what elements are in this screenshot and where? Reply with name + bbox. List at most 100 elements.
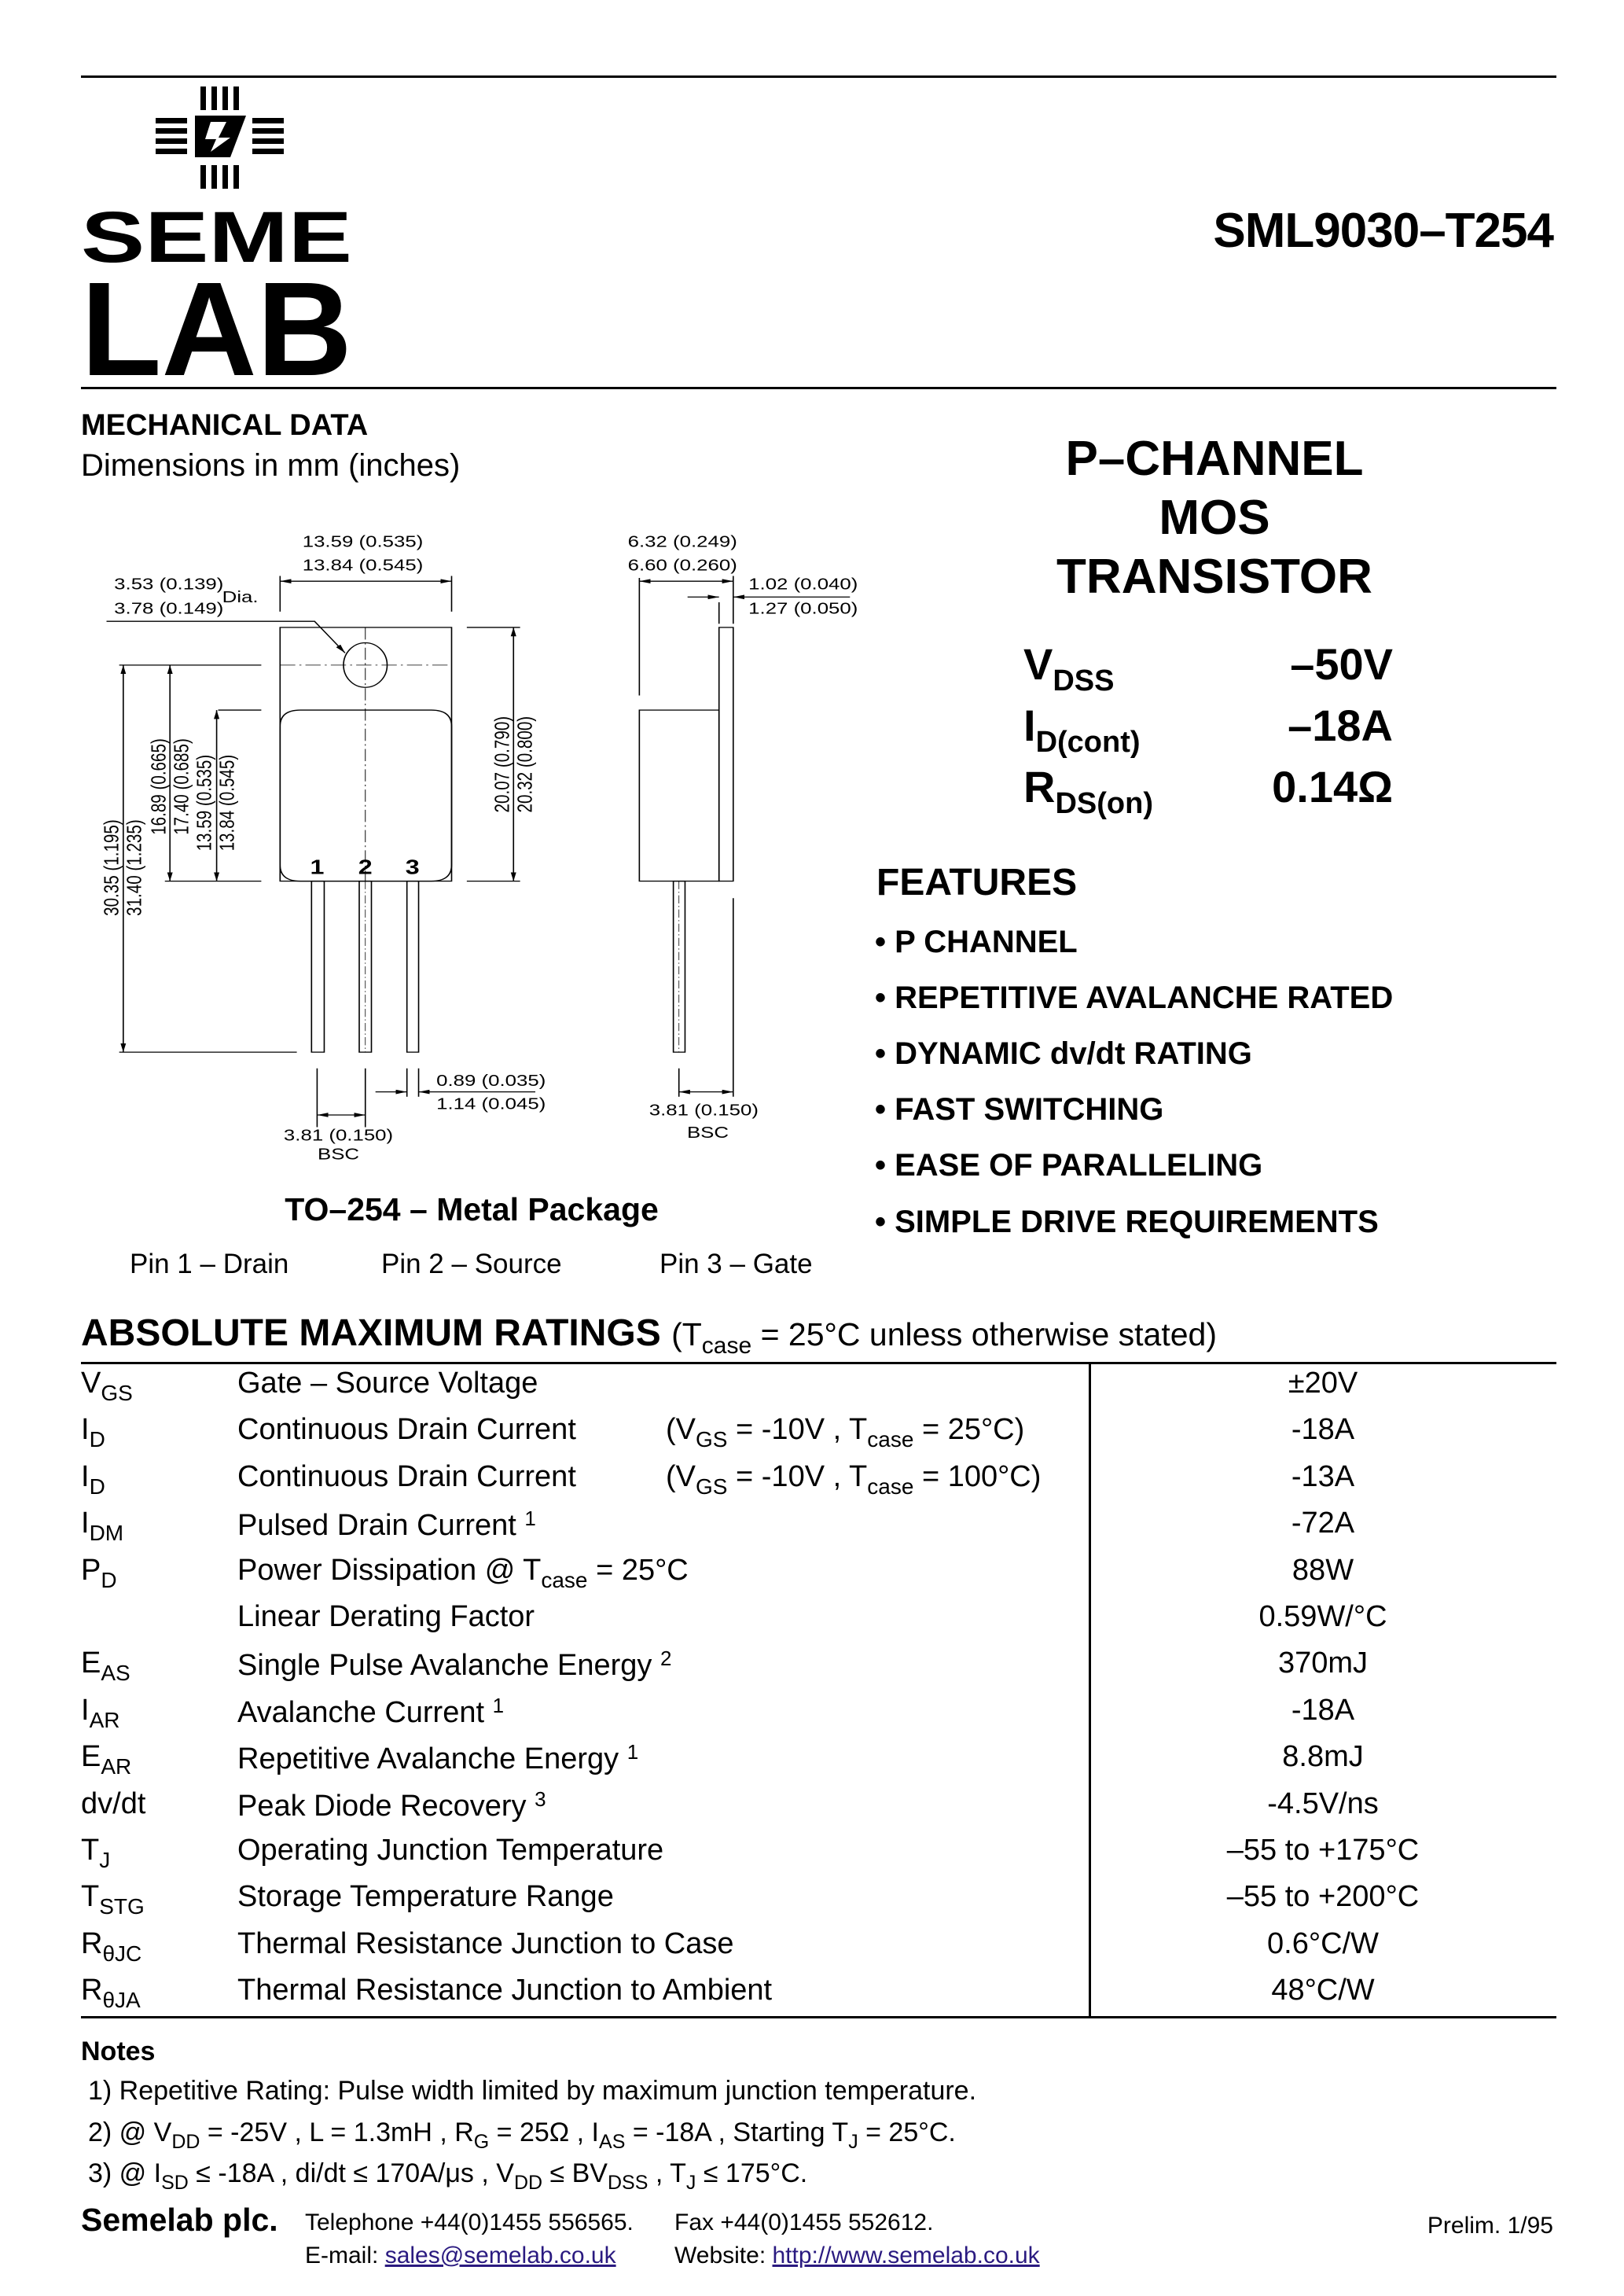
- text-segment: Power Dissipation @ T: [237, 1553, 542, 1587]
- cond-text: = 25°C unless otherwise stated): [751, 1316, 1218, 1352]
- ratings-title: ABSOLUTE MAXIMUM RATINGS: [81, 1312, 661, 1354]
- rating-description: Thermal Resistance Junction to Case: [237, 1927, 734, 1961]
- text-segment: 2) @ V: [88, 2117, 172, 2147]
- rating-row: RθJA Thermal Resistance Junction to Ambie…: [81, 1974, 1556, 2020]
- spec-value: –18A: [1288, 701, 1393, 750]
- dim-tab-height-min: 20.07 (0.790): [491, 716, 513, 813]
- pin-assignment: Pin 3 – Gate: [660, 1249, 813, 1279]
- text-segment: = 100°C): [913, 1459, 1042, 1493]
- feature-item: • EASE OF PARALLELING: [875, 1148, 1263, 1183]
- text-segment: = 25°C: [587, 1553, 689, 1587]
- text-segment: Avalanche Current: [237, 1695, 493, 1729]
- dim-hole-to-base-min: 16.89 (0.665): [147, 738, 170, 835]
- rating-description: Power Dissipation @ Tcase = 25°C: [237, 1554, 689, 1593]
- rating-description: Storage Temperature Range: [237, 1880, 614, 1914]
- text-segment: V: [81, 1367, 101, 1400]
- subscript: J: [685, 2172, 696, 2194]
- text-segment: Thermal Resistance Junction to Ambient: [237, 1974, 773, 2007]
- semelab-logo: SEME LAB: [81, 86, 352, 381]
- text-segment: E: [81, 1740, 101, 1774]
- device-type-line: P–CHANNEL: [1065, 432, 1364, 486]
- dim-body-max: 13.84 (0.545): [215, 755, 238, 852]
- pin-assignment: Pin 1 – Drain: [130, 1249, 289, 1279]
- feature-item: • REPETITIVE AVALANCHE RATED: [875, 981, 1394, 1015]
- text-segment: = -10V , T: [727, 1459, 868, 1493]
- text-segment: T: [81, 1834, 100, 1867]
- text-segment: R: [81, 1926, 103, 1960]
- rating-description: Pulsed Drain Current 1: [237, 1507, 536, 1543]
- rating-value: –55 to +175°C: [1226, 1834, 1420, 1867]
- note-item: 3) @ ISD ≤ -18A , di/dt ≤ 170A/μs , VDD …: [88, 2158, 807, 2195]
- text-segment: I: [81, 1507, 90, 1540]
- ratings-bottom-rule: [81, 2016, 1556, 2018]
- rating-symbol: dv/dt: [81, 1787, 145, 1821]
- rating-description: Continuous Drain Current: [237, 1460, 576, 1494]
- text-segment: = -18A , Starting T: [625, 2117, 849, 2147]
- text-segment: I: [81, 1693, 90, 1727]
- dim-hole-to-base-max: 17.40 (0.685): [170, 738, 193, 835]
- rating-value: -13A: [1291, 1459, 1355, 1493]
- spec-subscript: DSS: [1053, 664, 1115, 697]
- subscript: GS: [696, 1427, 728, 1452]
- text-segment: P: [81, 1553, 101, 1587]
- rating-value: –55 to +200°C: [1226, 1880, 1420, 1914]
- subscript: θJA: [102, 1988, 141, 2013]
- rating-description: Linear Derating Factor: [237, 1600, 535, 1634]
- rating-value: 88W: [1291, 1553, 1354, 1587]
- email-link[interactable]: sales@semelab.co.uk: [384, 2243, 616, 2268]
- rating-description: Peak Diode Recovery 3: [237, 1787, 546, 1823]
- lead-1: [310, 880, 325, 1053]
- device-type-line: MOS: [1159, 491, 1270, 545]
- spec-id: ID(cont) –18A: [1023, 700, 1393, 759]
- subscript: θJC: [102, 1941, 142, 1966]
- email-line: E-mail: sales@semelab.co.uk: [305, 2243, 616, 2269]
- subscript: case: [867, 1474, 914, 1499]
- text-segment: 3) @ I: [88, 2158, 162, 2188]
- rating-description: Avalanche Current 1: [237, 1694, 504, 1730]
- package-tab-side: [718, 627, 734, 882]
- spec-rds: RDS(on)0.14Ω: [1023, 761, 1393, 820]
- feature-item: • DYNAMIC dv/dt RATING: [875, 1036, 1252, 1071]
- spec-symbol: I: [1023, 701, 1036, 750]
- subscript: D: [101, 1567, 117, 1592]
- rating-description: Continuous Drain Current: [237, 1413, 576, 1447]
- text-segment: = 25°C.: [858, 2117, 956, 2147]
- rating-row: PD Power Dissipation @ Tcase = 25°C 88W: [81, 1554, 1556, 1600]
- ratings-column-divider: [1089, 1363, 1091, 2018]
- spec-vdss: VDSS–50V: [1023, 638, 1393, 697]
- subscript: DD: [513, 2172, 543, 2194]
- dim-overall-min: 30.35 (1.195): [100, 819, 123, 916]
- feature-item: • SIMPLE DRIVE REQUIREMENTS: [875, 1205, 1379, 1239]
- rating-symbol: RθJA: [81, 1974, 141, 2013]
- rating-condition: (VGS = -10V , Tcase = 100°C): [666, 1460, 1041, 1499]
- spec-subscript: D(cont): [1035, 726, 1141, 759]
- subscript: DM: [89, 1521, 124, 1546]
- dim-hole-min: 3.53 (0.139): [114, 575, 223, 593]
- dim-depth-min: 6.32 (0.249): [628, 532, 737, 550]
- text-segment: ≤ -18A , di/dt ≤ 170A/μs , V: [188, 2158, 514, 2188]
- subscript: SD: [161, 2172, 189, 2194]
- dim-hole-label: Dia.: [222, 587, 259, 605]
- package-body-front: [279, 627, 453, 882]
- top-rule: [81, 75, 1556, 78]
- feature-item: • FAST SWITCHING: [875, 1092, 1164, 1127]
- rating-value: -18A: [1291, 1413, 1355, 1447]
- rating-value: 48°C/W: [1271, 1974, 1375, 2007]
- dim-side-offset-note: BSC: [687, 1123, 729, 1141]
- dim-depth-max: 6.60 (0.260): [628, 556, 737, 574]
- text-segment: T: [81, 1880, 100, 1914]
- text-segment: E: [81, 1647, 101, 1680]
- dim-lead-min: 0.89 (0.035): [436, 1071, 546, 1089]
- subscript: DD: [171, 2130, 200, 2153]
- dim-pitch-note: BSC: [318, 1145, 359, 1163]
- mechanical-heading: MECHANICAL DATA: [81, 409, 369, 442]
- text-segment: (V: [666, 1413, 696, 1447]
- website-link[interactable]: http://www.semelab.co.uk: [772, 2243, 1040, 2268]
- device-type-line: TRANSISTOR: [1056, 550, 1372, 604]
- dim-tab-height-max: 20.32 (0.800): [513, 716, 536, 813]
- rating-symbol: EAS: [81, 1647, 130, 1686]
- rating-symbol: IDM: [81, 1507, 123, 1546]
- spec-symbol: R: [1023, 762, 1056, 811]
- header-rule: [81, 387, 1556, 389]
